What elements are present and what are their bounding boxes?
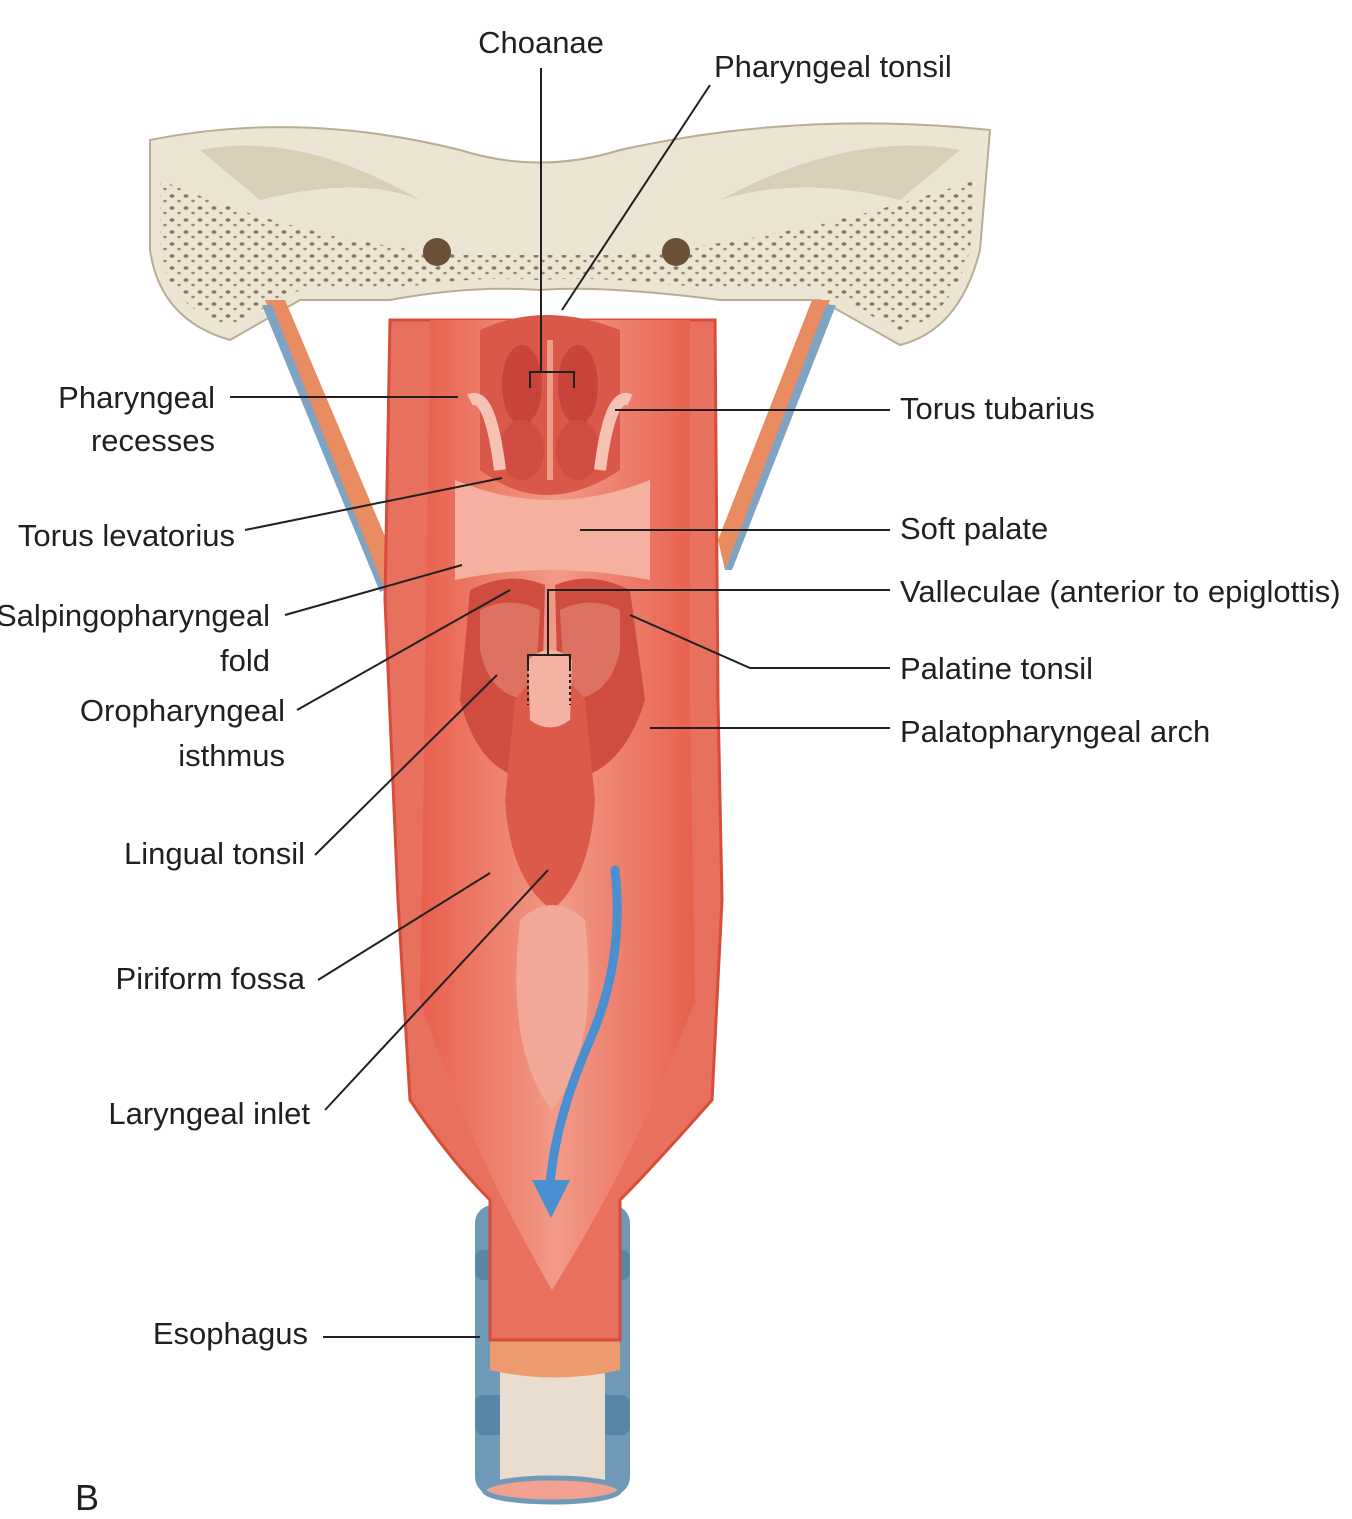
label-valleculae: Valleculae (anterior to epiglottis) [900,574,1341,609]
pharynx [383,315,724,1342]
label-palatopharyngeal-arch: Palatopharyngeal arch [900,714,1210,749]
label-lingual-tonsil: Lingual tonsil [124,836,305,871]
label-torus-levatorius: Torus levatorius [18,518,235,553]
food-flow-arrow [532,865,622,1218]
label-salpingopharyngeal-fold-1: Salpingopharyngeal [0,598,270,633]
label-choanae: Choanae [478,25,604,60]
label-oropharyngeal-isthmus-2: isthmus [178,738,285,773]
label-torus-tubarius: Torus tubarius [900,391,1095,426]
lateral-muscles [262,300,836,592]
label-piriform-fossa: Piriform fossa [116,961,306,996]
label-palatine-tonsil: Palatine tonsil [900,651,1093,686]
label-pharyngeal-recesses-1: Pharyngeal [58,380,215,415]
label-pharyngeal-recesses-2: recesses [91,423,215,458]
panel-letter: B [75,1477,99,1518]
label-soft-palate: Soft palate [900,511,1048,546]
label-oropharyngeal-isthmus-1: Oropharyngeal [80,693,285,728]
skull-base [149,122,992,347]
label-laryngeal-inlet: Laryngeal inlet [108,1096,310,1131]
label-pharyngeal-tonsil: Pharyngeal tonsil [714,49,952,84]
leader-lines [230,68,890,1338]
label-salpingopharyngeal-fold-2: fold [220,643,270,678]
label-esophagus: Esophagus [153,1316,308,1351]
